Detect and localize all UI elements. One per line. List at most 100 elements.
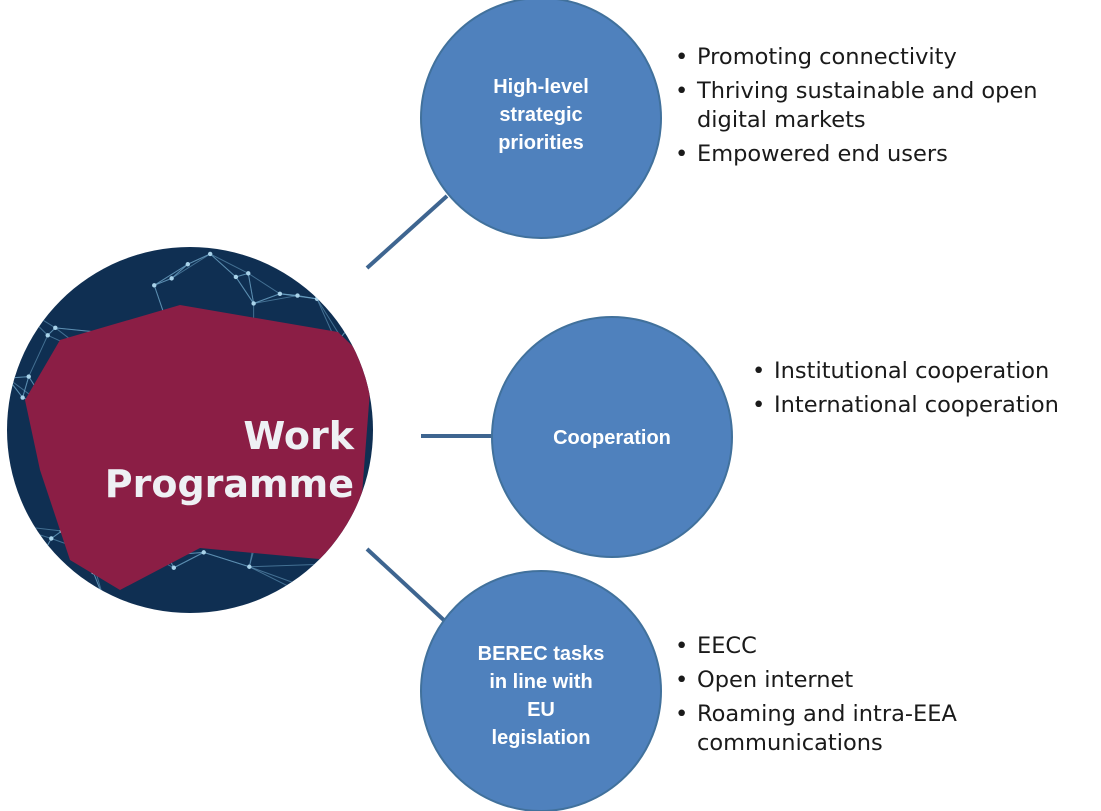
network-link [33, 587, 39, 612]
node-tasks-label-line1: BEREC tasks [478, 643, 605, 665]
network-node [185, 262, 190, 267]
network-link [33, 538, 52, 571]
network-link [247, 273, 255, 304]
magenta-blob [25, 305, 372, 590]
network-node [35, 609, 41, 613]
list-item: Empowered end users [675, 140, 1095, 169]
network-link [322, 563, 349, 604]
network-link [253, 295, 298, 304]
network-node [7, 375, 10, 381]
network-link [235, 276, 255, 304]
network-node [350, 601, 355, 607]
node-tasks-label-line2: in line with [489, 671, 592, 693]
network-link [38, 609, 69, 613]
network-node [45, 333, 50, 338]
network-link [203, 551, 250, 568]
network-link [34, 587, 69, 611]
work-programme-image [7, 247, 373, 613]
network-link [67, 598, 104, 611]
list-item: Institutional cooperation [752, 357, 1097, 386]
network-node [246, 271, 251, 276]
network-node [63, 247, 69, 248]
network-link [66, 258, 71, 264]
network-link [347, 563, 353, 604]
network-link [35, 247, 67, 254]
node-cooperation: Cooperation [491, 316, 733, 558]
list-item: International cooperation [752, 391, 1097, 420]
network-node [65, 256, 70, 262]
node-tasks-label-line3: EU [527, 699, 555, 721]
network-node [65, 607, 71, 612]
network-link [247, 272, 281, 295]
center-title-line2: Programme [105, 462, 354, 506]
network-link [154, 277, 172, 286]
network-link [153, 263, 189, 286]
network-link [279, 293, 298, 297]
network-node [26, 374, 31, 379]
network-node [67, 261, 73, 266]
network-link [28, 335, 49, 377]
network-node [33, 250, 38, 255]
network-node [152, 283, 157, 288]
network-node [20, 395, 25, 400]
priorities-bullet-list: Promoting connectivity Thriving sustaina… [675, 43, 1095, 174]
network-link [65, 247, 68, 259]
network-link [171, 253, 211, 279]
center-title-line1: Work [243, 414, 354, 458]
network-link [67, 598, 104, 611]
network-link [65, 247, 71, 264]
network-link [66, 258, 71, 264]
network-node [295, 293, 300, 298]
network-link [209, 253, 237, 278]
network-link [187, 253, 211, 265]
network-link [22, 376, 30, 398]
network-node [7, 522, 11, 528]
list-item: Promoting connectivity [675, 43, 1095, 72]
connector-priorities [365, 194, 449, 270]
network-node [32, 585, 37, 590]
network-node [207, 251, 213, 257]
network-node [356, 312, 361, 318]
network-node [277, 291, 283, 296]
network-link [35, 252, 71, 265]
network-node [53, 325, 58, 331]
network-link [34, 587, 69, 611]
network-link [7, 524, 35, 571]
connector-tasks [365, 547, 449, 625]
network-node [320, 601, 325, 606]
network-link [322, 602, 353, 605]
node-cooperation-label: Cooperation [553, 427, 671, 449]
network-link [253, 293, 281, 304]
network-node [247, 564, 252, 569]
network-node [314, 296, 320, 302]
network-node [11, 299, 17, 305]
cooperation-bullet-list: Institutional cooperation International … [752, 357, 1097, 425]
network-link [35, 247, 67, 254]
network-link [13, 252, 36, 303]
network-link [209, 253, 249, 274]
node-tasks-label-line4: legislation [492, 727, 591, 749]
network-node [169, 276, 174, 281]
list-item: Thriving sustainable and open digital ma… [675, 77, 1095, 135]
network-node [31, 567, 37, 573]
network-link [171, 263, 189, 279]
network-node [345, 561, 351, 566]
node-priorities-label-line1: High-level [493, 76, 589, 98]
node-priorities-label-line3: priorities [498, 132, 584, 154]
network-link [33, 570, 39, 612]
list-item: Roaming and intra-EEA communications [675, 700, 1095, 758]
network-link [33, 570, 39, 612]
list-item: EECC [675, 632, 1095, 661]
network-link [322, 563, 349, 604]
network-link [38, 609, 69, 613]
network-link [322, 602, 353, 605]
network-link [65, 247, 68, 259]
node-priorities-label-line2: strategic [499, 104, 582, 126]
network-node [251, 301, 256, 306]
network-link [35, 252, 68, 260]
network-link [35, 252, 68, 260]
network-link [173, 551, 204, 569]
network-node [233, 274, 239, 280]
network-link [35, 252, 71, 265]
